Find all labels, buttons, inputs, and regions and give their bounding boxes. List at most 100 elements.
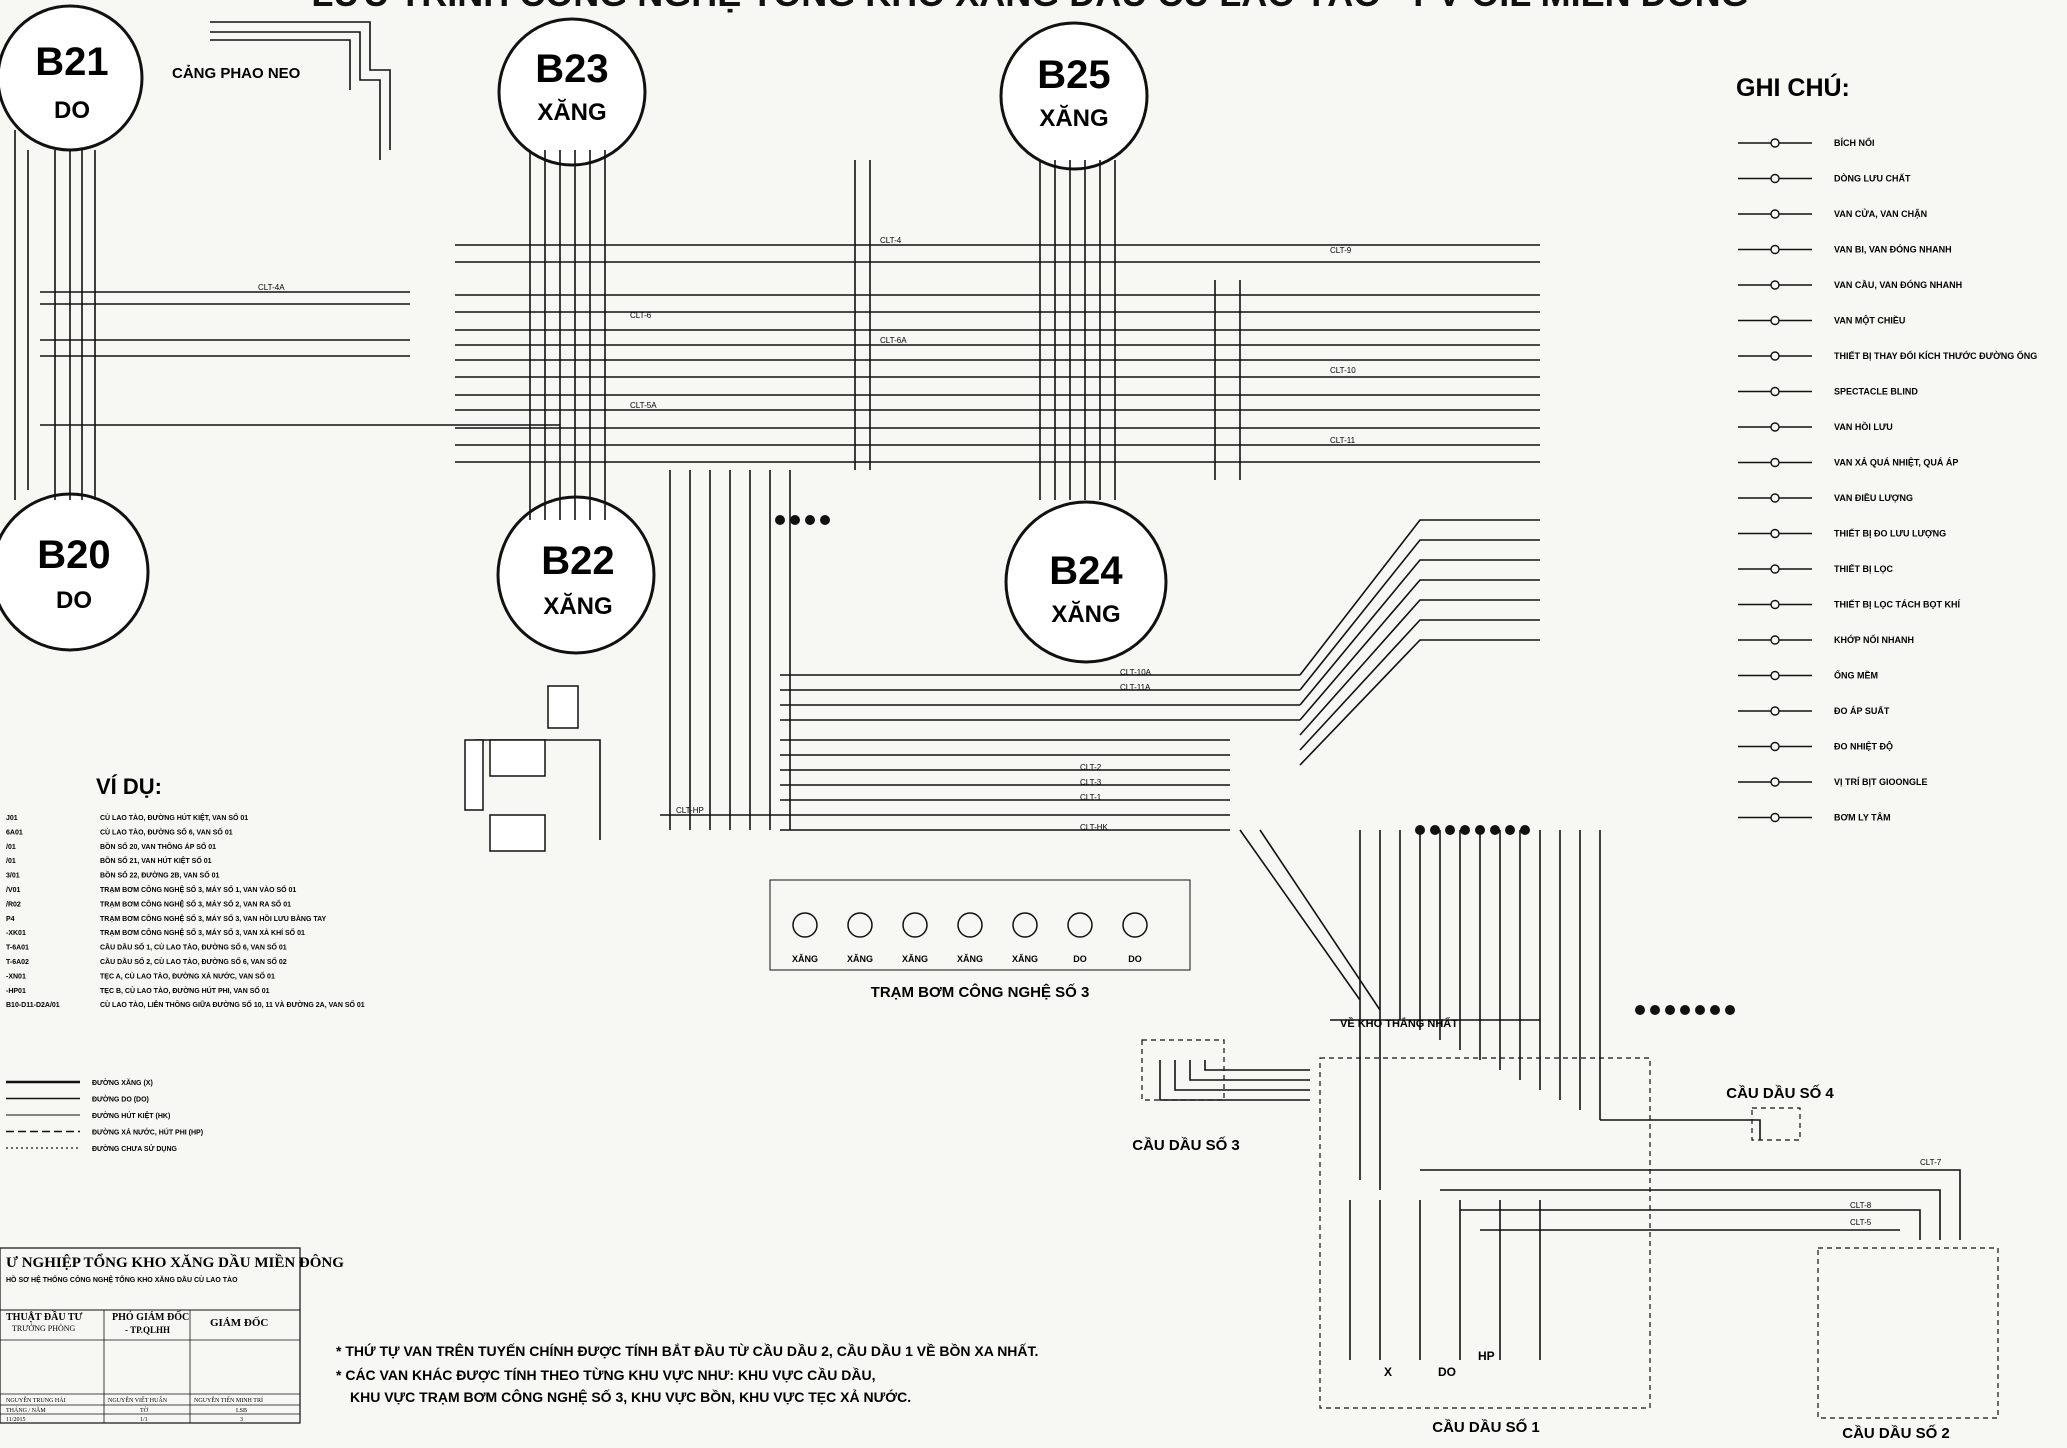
ball-valve-icon [1738,244,1812,255]
pipe-tag: CLT-5 [1850,1218,1872,1227]
note-line: KHU VỰC TRẠM BƠM CÔNG NGHỆ SỐ 3, KHU VỰC… [350,1388,911,1405]
example-code: -HP01 [6,988,26,995]
pier-3: CẦU DẦU SỐ 3 [1132,1039,1240,1154]
legend-label: VAN HỒI LƯU [1834,421,1893,432]
valve-markers [775,515,1735,1015]
pipe-tag: CLT-9 [1330,246,1352,255]
example-code: 6A01 [6,829,23,836]
legend-item: THIẾT BỊ LỌC TÁCH BỌT KHÍ [1738,600,1960,610]
pier-4: CẦU DẦU SỐ 4 [1726,1084,1834,1141]
hose-icon [1738,670,1812,681]
example-code: /01 [6,844,16,851]
control-valve-icon [1738,493,1812,503]
air-separator-icon [1738,599,1812,610]
title-block-col2-sub: - TP.QLHH [125,1325,170,1335]
legend-label: SPECTACLE BLIND [1834,387,1918,397]
label-cau-dau-3: CẦU DẦU SỐ 3 [1132,1136,1240,1154]
legend-label: ỐNG MỀM [1834,670,1878,681]
label-ve-kho: VỀ KHO THẮNG NHẤT [1340,1017,1458,1030]
example-desc: TẸC A, CÙ LAO TÀO, ĐƯỜNG XẢ NƯỚC, VAN SỐ… [100,970,275,980]
example-desc: BỒN SỐ 20, VAN THÔNG ÁP SỐ 01 [100,841,216,851]
legend-label: THIẾT BỊ THAY ĐỔI KÍCH THƯỚC ĐƯỜNG ỐNG [1834,350,2037,361]
pipe-tag: CLT-11 [1330,436,1356,445]
pier-1: VỀ KHO THẮNG NHẤT X DO HP CẦU DẦU SỐ 1 [1319,1017,1651,1436]
legend-label: THIẾT BỊ LỌC [1834,564,1893,574]
title-block-scale-label: LSB [236,1408,247,1414]
example-code: J01 [6,815,18,822]
line-type-label: ĐƯỜNG CHƯA SỬ DỤNG [92,1144,178,1153]
legend-label: VAN MỘT CHIỀU [1834,315,1905,326]
tank-b20-product: DO [56,587,92,614]
flow-arrow-icon [1738,173,1812,184]
pipe-tag: CLT-5A [630,401,657,410]
temperature-gauge-icon [1738,741,1812,752]
relief-valve-icon [1738,457,1812,468]
line-type-label: ĐƯỜNG DO (DO) [92,1095,149,1104]
tank-b25: B25 XĂNG [999,21,1149,171]
example-desc: BỒN SỐ 21, VAN HÚT KIỆT SỐ 01 [100,855,212,865]
tank-b20-id: B20 [37,533,110,577]
pipe-network [14,21,1961,1360]
pipe-tags: CLT-4 CLT-9 CLT-4A CLT-6 CLT-6A CLT-10 C… [258,236,1942,1227]
pipe-tag: CLT-1 [1080,793,1102,802]
legend-item: VAN CẦU, VAN ĐÓNG NHANH [1738,279,1962,290]
tank-b24-product: XĂNG [1051,600,1120,628]
pipe-tag: CLT-6A [880,336,907,345]
legend-item: ĐO NHIỆT ĐỘ [1738,741,1893,752]
legend-item: THIẾT BỊ ĐO LƯU LƯỢNG [1738,529,1946,539]
legend-label: THIẾT BỊ LỌC TÁCH BỌT KHÍ [1834,600,1960,610]
example-desc: TRẠM BƠM CÔNG NGHỆ SỐ 3, MÁY SỐ 2, VAN R… [100,898,291,908]
legend-item: BÍCH NỐI [1738,137,1875,148]
legend-label: VAN ĐIỀU LƯỢNG [1834,493,1913,503]
pump-label: XĂNG [1012,954,1038,964]
legend-label: KHỚP NỐI NHANH [1834,634,1914,645]
title-block-name2: NGUYỄN VIẾT HUẤN [108,1396,168,1404]
pump-label: XĂNG [792,954,818,964]
label-x: X [1384,1365,1392,1379]
legend-label: DÒNG LƯU CHẤT [1834,173,1911,184]
title-block-col2: PHÓ GIÁM ĐỐC [112,1310,189,1323]
tank-b24-id: B24 [1049,549,1123,593]
tank-b22-id: B22 [541,539,614,583]
pump-icon [1738,812,1812,823]
tank-b22: B22 XĂNG [496,495,656,655]
label-cau-dau-4: CẦU DẦU SỐ 4 [1726,1084,1834,1102]
tank-b21-product: DO [54,97,90,124]
spectacle-icon [1738,386,1812,397]
example-desc: CÙ LAO TÀO, ĐƯỜNG SỐ 6, VAN SỐ 01 [100,826,233,836]
legend-label: BÍCH NỐI [1834,137,1875,148]
pipe-tag: CLT-4A [258,283,285,292]
note-line: * CÁC VAN KHÁC ĐƯỢC TÍNH THEO TỪNG KHU V… [336,1366,876,1383]
title-block-scale-value: 3 [240,1417,243,1423]
tank-b23: B23 XĂNG [497,17,647,167]
example-desc: CÙ LAO TÀO, LIÊN THÔNG GIỮA ĐƯỜNG SỐ 10,… [100,999,365,1009]
example-code: T-6A01 [6,945,29,952]
pressure-gauge-icon [1738,706,1812,716]
line-type-label: ĐƯỜNG XĂNG (X) [92,1078,153,1087]
return-valve-icon [1738,422,1812,432]
example-code: -XN01 [6,973,26,980]
note-line: * THỨ TỰ VAN TRÊN TUYẾN CHÍNH ĐƯỢC TÍNH … [336,1342,1038,1359]
gate-valve-icon [1738,209,1812,219]
check-valve-icon [1738,315,1812,326]
title-block-sheet-value: 1/1 [140,1417,148,1423]
label-cau-dau-2: CẦU DẦU SỐ 2 [1842,1424,1950,1442]
legend-item: DÒNG LƯU CHẤT [1738,173,1911,184]
example-code: /V01 [6,887,21,894]
gasket-icon [1738,777,1812,787]
legend-label: VAN CỬA, VAN CHẶN [1834,208,1927,219]
legend-label: BƠM LY TÂM [1834,812,1891,823]
title-block-date-value: 11/2015 [6,1417,25,1423]
tank-b23-product: XĂNG [537,98,606,126]
title-block-col1: THUẬT ĐẦU TƯ [6,1310,83,1323]
diagram-title: LƯU TRÌNH CÔNG NGHỆ TỔNG KHO XĂNG DẦU CÙ… [311,0,1748,14]
legend-item: VAN HỒI LƯU [1738,421,1893,432]
example-desc: CÙ LAO TÀO, ĐƯỜNG HÚT KIỆT, VAN SỐ 01 [100,812,248,822]
example-desc: CẦU DẦU SỐ 2, CÙ LAO TÀO, ĐƯỜNG SỐ 6, VA… [100,956,287,966]
quick-coupling-icon [1738,635,1812,645]
legend-label: VAN BI, VAN ĐÓNG NHANH [1834,244,1952,255]
filter-icon [1738,564,1812,574]
legend-label: VỊ TRÍ BỊT GIOONGLE [1834,777,1928,787]
